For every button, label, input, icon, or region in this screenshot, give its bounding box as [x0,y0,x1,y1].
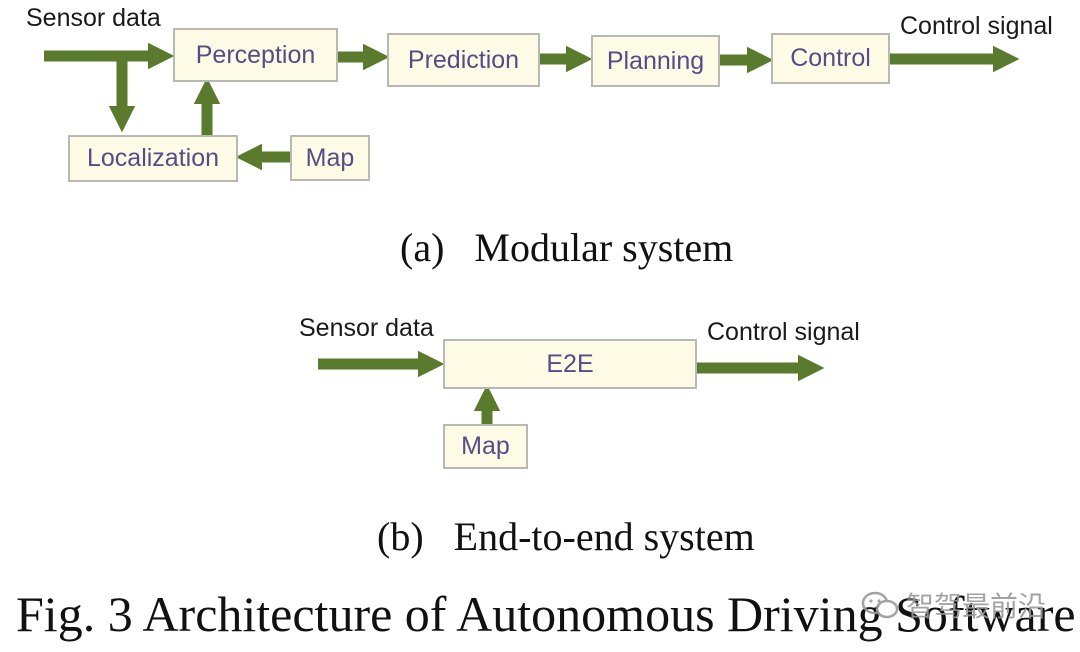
perception-block: Perception [173,28,338,82]
wechat-icon [861,591,899,619]
localization-block: Localization [68,135,238,182]
figure-caption: Fig. 3 Architecture of Autonomous Drivin… [16,586,1076,642]
e2e-caption: (b) End-to-end system [377,514,755,559]
e2e-block: E2E [443,339,697,389]
control-block: Control [771,33,890,84]
watermark: 智驾最前沿 [860,585,1046,625]
planning-block: Planning [591,35,720,87]
e2e-output-label: Control signal [707,318,860,346]
prediction-block: Prediction [387,33,540,87]
modular-output-label: Control signal [900,12,1053,40]
e2e-input-label: Sensor data [299,314,434,342]
modular-caption: (a) Modular system [400,225,734,270]
map-block-e2e: Map [443,424,528,469]
watermark-text: 智驾最前沿 [906,590,1047,623]
map-block-modular: Map [290,135,370,181]
modular-input-label: Sensor data [26,4,161,32]
